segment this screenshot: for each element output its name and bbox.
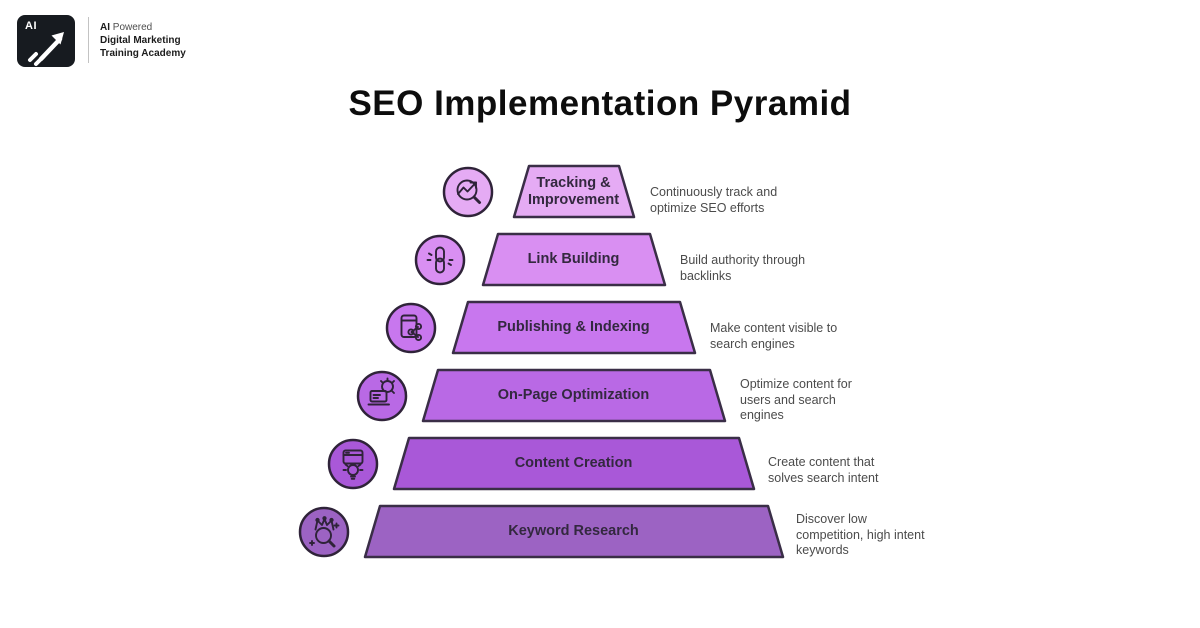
magnifier-trend-icon	[442, 166, 494, 218]
laptop-search-icon	[356, 370, 408, 422]
growth-arrow-icon	[28, 32, 64, 66]
level-6-description: Discover low competition, high intent ke…	[796, 512, 925, 557]
page-title: SEO Implementation Pyramid	[348, 84, 852, 123]
level-4-label: On-Page Optimization	[497, 387, 650, 403]
level-1-description: Continuously track and optimize SEO effo…	[650, 185, 778, 215]
logo-line2: Digital Marketing	[100, 35, 181, 46]
crown-search-icon	[298, 506, 350, 558]
chain-link-icon	[414, 234, 466, 286]
level-5-label: Content Creation	[514, 455, 633, 471]
level-6-label: Keyword Research	[508, 523, 639, 539]
level-3-description: Make content visible to search engines	[710, 321, 838, 351]
pyramid-level-1	[512, 164, 635, 219]
logo-badge-text: AI	[25, 20, 37, 32]
level-2-label: Link Building	[527, 251, 620, 267]
pyramid-level-6	[363, 504, 784, 559]
level-2-description: Build authority through backlinks	[680, 253, 806, 283]
brand-logo: AI	[17, 15, 75, 67]
browser-bulb-icon	[327, 438, 379, 490]
level-1-label: Tracking & Improvement	[527, 174, 620, 208]
book-share-icon	[385, 302, 437, 354]
level-3-label: Publishing & Indexing	[497, 319, 650, 335]
pyramid-level-4	[421, 368, 726, 423]
logo-line3: Training Academy	[100, 48, 186, 59]
pyramid-level-2	[481, 232, 666, 287]
level-5-description: Create content that solves search intent	[768, 455, 879, 485]
pyramid-level-3	[451, 300, 696, 355]
logo-wordmark: AI Powered Digital Marketing Training Ac…	[100, 21, 186, 60]
logo-divider	[88, 17, 89, 63]
level-4-description: Optimize content for users and search en…	[740, 377, 852, 422]
logo-line1: AI Powered	[100, 22, 153, 33]
pyramid-level-5	[392, 436, 755, 491]
